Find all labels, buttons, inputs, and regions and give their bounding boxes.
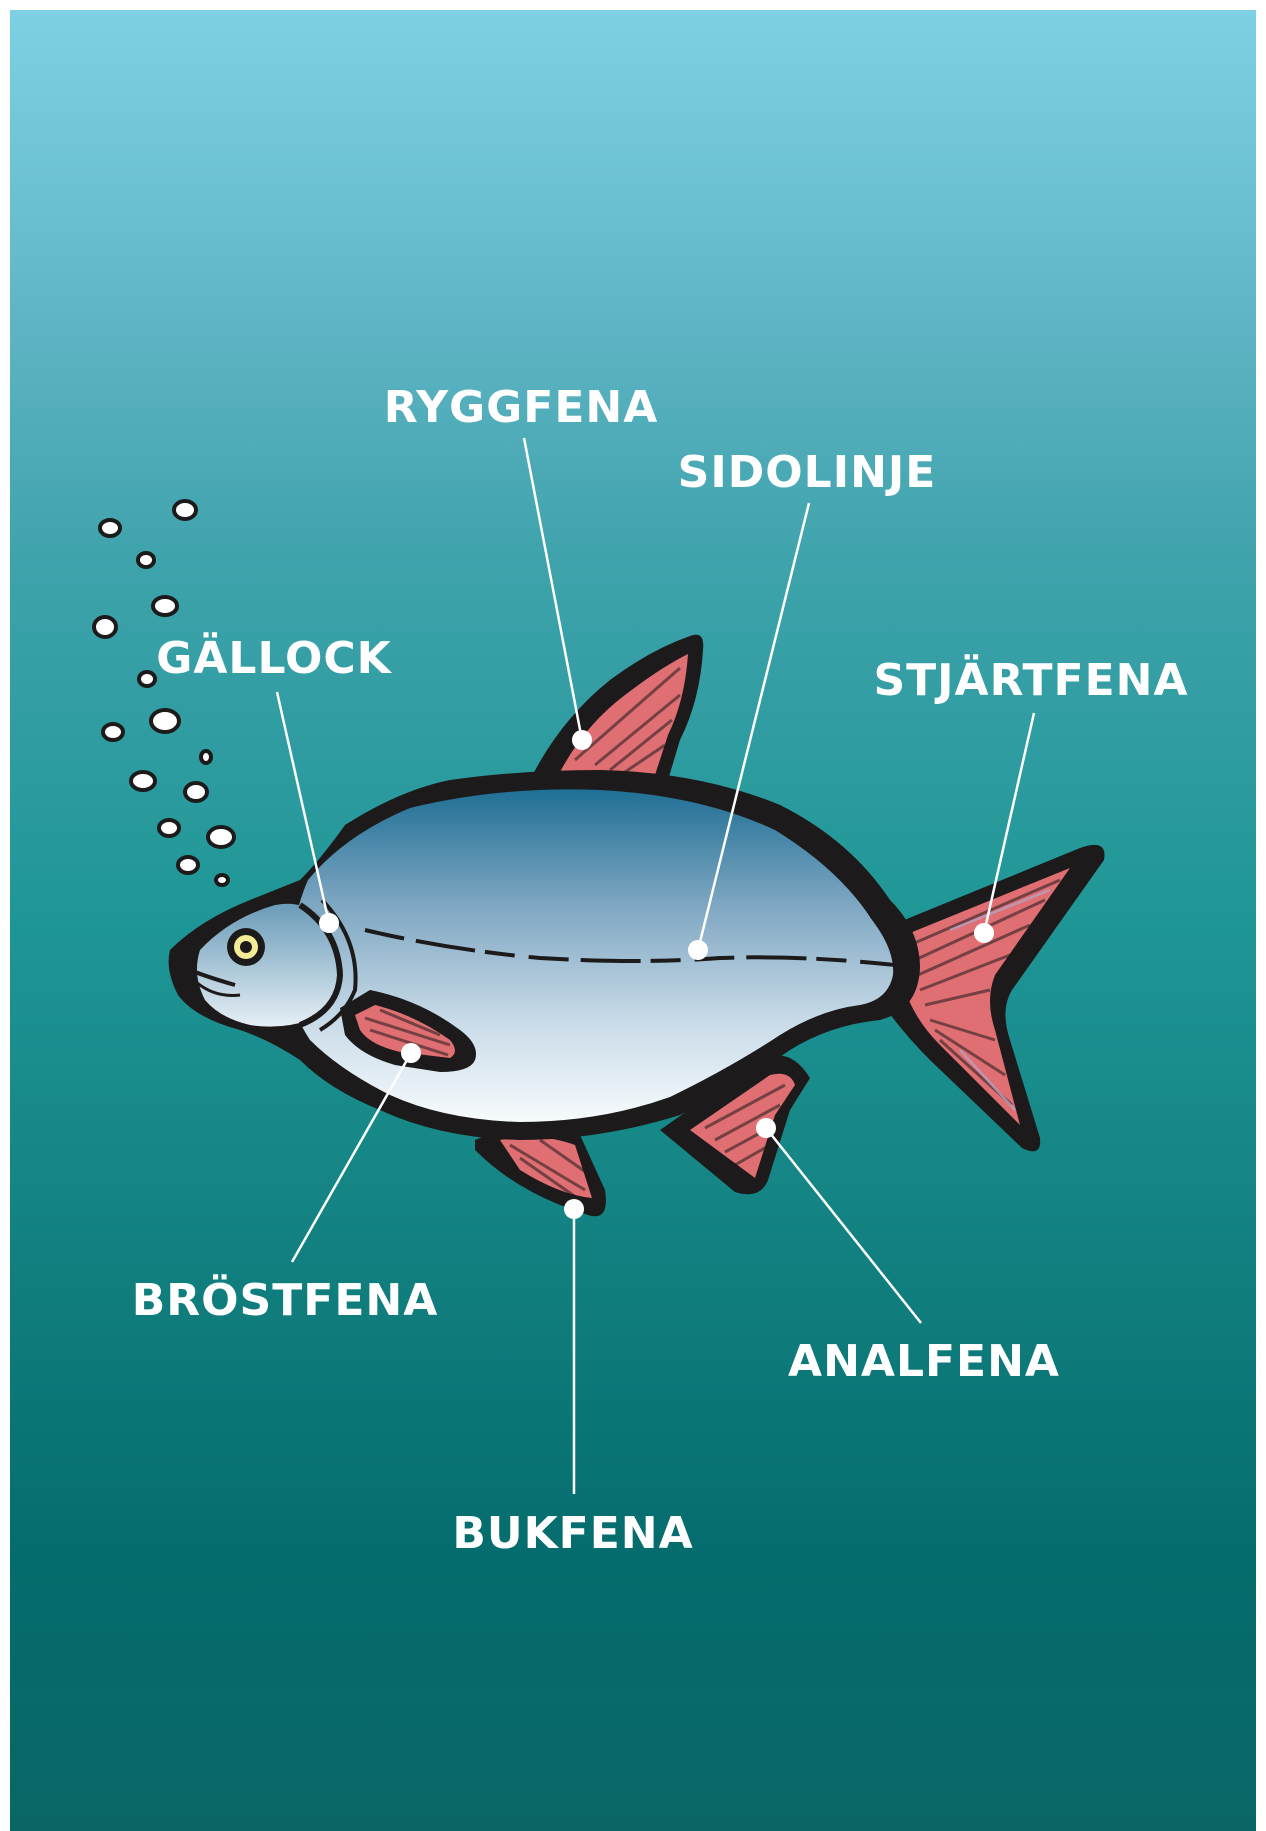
pelvic-fin [475, 1129, 606, 1217]
fish [169, 635, 1105, 1217]
tail-fin [880, 845, 1105, 1151]
leader-analfena [766, 1128, 921, 1323]
bubble [174, 501, 196, 519]
label-brostfena: BRÖSTFENA [132, 1273, 439, 1326]
fish-eye [227, 928, 265, 966]
label-sidolinje: SIDOLINJE [678, 447, 937, 498]
pointer-dot-bukfena [564, 1199, 584, 1219]
bubble [153, 597, 177, 615]
dorsal-fin [530, 635, 703, 790]
pointer-dot-stjartfena [974, 923, 994, 943]
bubble [216, 875, 228, 885]
bubble [185, 783, 207, 801]
label-ryggfena: RYGGFENA [384, 382, 659, 433]
bubble [201, 751, 211, 763]
label-stjartfena: STJÄRTFENA [873, 653, 1188, 706]
bubble [131, 772, 155, 790]
bubble [103, 724, 123, 740]
pointer-dot-gallock [319, 913, 339, 933]
pointer-dot-analfena [756, 1118, 776, 1138]
bubbles [94, 501, 234, 885]
bubble [100, 520, 120, 536]
leader-ryggfena [524, 438, 582, 740]
bubble [159, 820, 179, 836]
bubble [139, 672, 155, 686]
label-bukfena: BUKFENA [452, 1508, 693, 1559]
bubble [138, 553, 154, 567]
pointer-dot-ryggfena [572, 730, 592, 750]
bubble [94, 617, 116, 637]
pointer-dot-sidolinje [688, 940, 708, 960]
pointer-dot-brostfena [401, 1043, 421, 1063]
label-analfena: ANALFENA [788, 1336, 1060, 1387]
bubble [208, 827, 234, 847]
label-gallock: GÄLLOCK [156, 631, 392, 684]
bubble [151, 710, 179, 732]
bubble [178, 857, 198, 873]
